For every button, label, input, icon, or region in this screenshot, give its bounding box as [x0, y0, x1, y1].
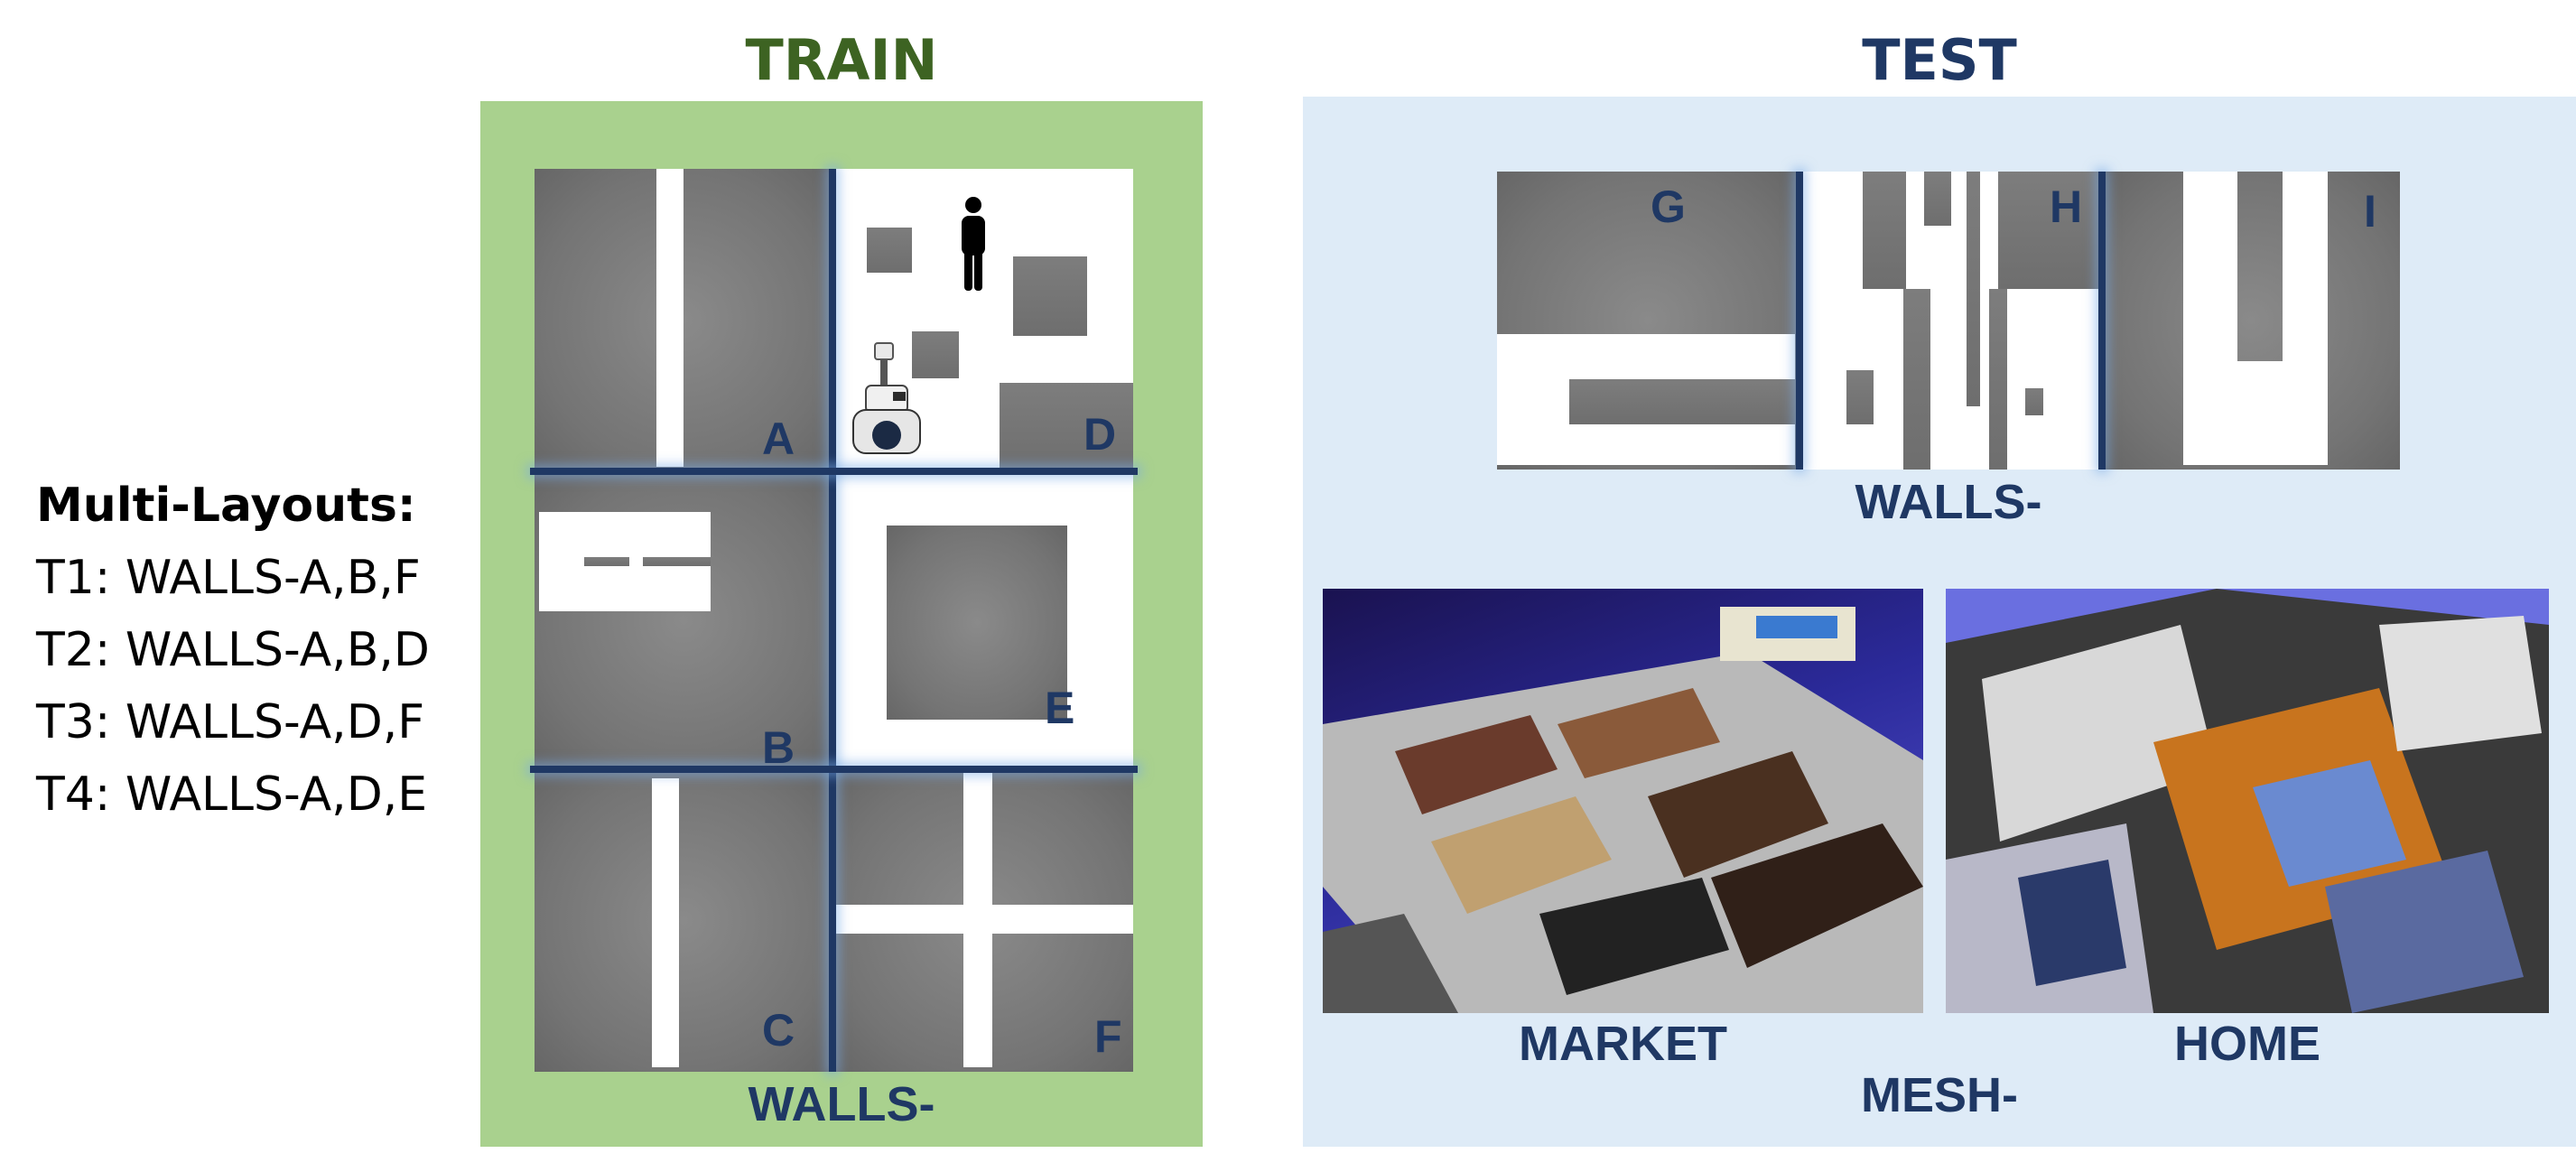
walls-a-cell	[535, 169, 832, 471]
wall-gap	[584, 557, 629, 566]
wall-block	[2283, 172, 2328, 465]
obstacle-block	[912, 331, 959, 378]
walls-c-cell	[535, 769, 832, 1072]
wall-block	[2237, 361, 2283, 465]
strip-separator	[1796, 172, 1803, 470]
label-e: E	[1045, 683, 1075, 733]
test-mesh-caption: MESH-	[1861, 1068, 2018, 1122]
strip-separator	[2098, 172, 2106, 470]
train-panel: A D B E C F WALLS-	[480, 101, 1203, 1147]
layout-item-t1: T1: WALLS-A,B,F	[36, 551, 421, 605]
test-walls-caption: WALLS-	[1855, 475, 2042, 529]
home-label: HOME	[2174, 1017, 2320, 1071]
test-walls-strip: G H I	[1497, 172, 2400, 470]
label-c: C	[762, 1005, 795, 1056]
label-b: B	[762, 722, 795, 773]
grid-separator	[530, 766, 1138, 773]
label-g: G	[1651, 181, 1686, 232]
label-f: F	[1094, 1011, 1122, 1062]
grid-separator	[829, 169, 836, 1072]
label-h: H	[2050, 181, 2083, 232]
layout-item-t3: T3: WALLS-A,D,F	[36, 695, 425, 749]
home-mesh-image	[1946, 589, 2549, 1013]
wall-block	[1989, 289, 2007, 470]
walls-d-cell	[832, 169, 1133, 471]
train-walls-caption: WALLS-	[748, 1077, 935, 1131]
wall-block	[652, 778, 679, 1067]
label-d: D	[1083, 409, 1117, 460]
grid-separator	[530, 468, 1138, 475]
home-scene-icon	[1946, 589, 2549, 1013]
wall-block	[1863, 172, 1906, 289]
multi-layouts-list: Multi-Layouts: T1: WALLS-A,B,F T2: WALLS…	[36, 470, 470, 831]
wall-block	[1998, 172, 2102, 289]
wall-block	[2025, 388, 2043, 415]
wall-block	[656, 169, 684, 467]
wall-block	[1903, 289, 1930, 470]
layout-item-t2: T2: WALLS-A,B,D	[36, 623, 430, 677]
wall-gap	[643, 557, 711, 566]
obstacle-block	[1013, 256, 1087, 336]
label-a: A	[762, 414, 795, 464]
inner-room	[887, 526, 1067, 720]
layout-item-t4: T4: WALLS-A,D,E	[36, 767, 428, 822]
train-heading: TRAIN	[745, 27, 938, 93]
obstacle-block	[1000, 383, 1133, 471]
walls-b-cell	[535, 471, 832, 769]
wall-block	[1924, 172, 1951, 226]
wall-block	[2183, 172, 2237, 465]
wall-vertical	[963, 769, 992, 1067]
train-grid: A D B E C F	[530, 169, 1138, 1072]
test-heading: TEST	[1862, 27, 2017, 93]
multi-layouts-title: Multi-Layouts:	[36, 479, 416, 533]
walls-f-cell	[832, 769, 1133, 1072]
market-label: MARKET	[1519, 1017, 1727, 1071]
walls-i-cell	[2102, 172, 2400, 470]
walls-e-cell	[832, 471, 1133, 769]
market-mesh-image	[1323, 589, 1923, 1013]
label-i: I	[2364, 186, 2376, 237]
person-icon	[962, 197, 985, 291]
walls-g-cell	[1497, 172, 1799, 470]
test-panel: G H I WALLS- MARKET	[1303, 97, 2576, 1147]
walls-h-cell	[1799, 172, 2102, 470]
robot-icon	[852, 342, 921, 454]
obstacle-block	[867, 228, 912, 273]
wall-block	[1846, 370, 1874, 424]
inner-wall	[1569, 379, 1795, 424]
market-scene-icon	[1323, 607, 1923, 1013]
wall-block	[1967, 172, 1980, 406]
